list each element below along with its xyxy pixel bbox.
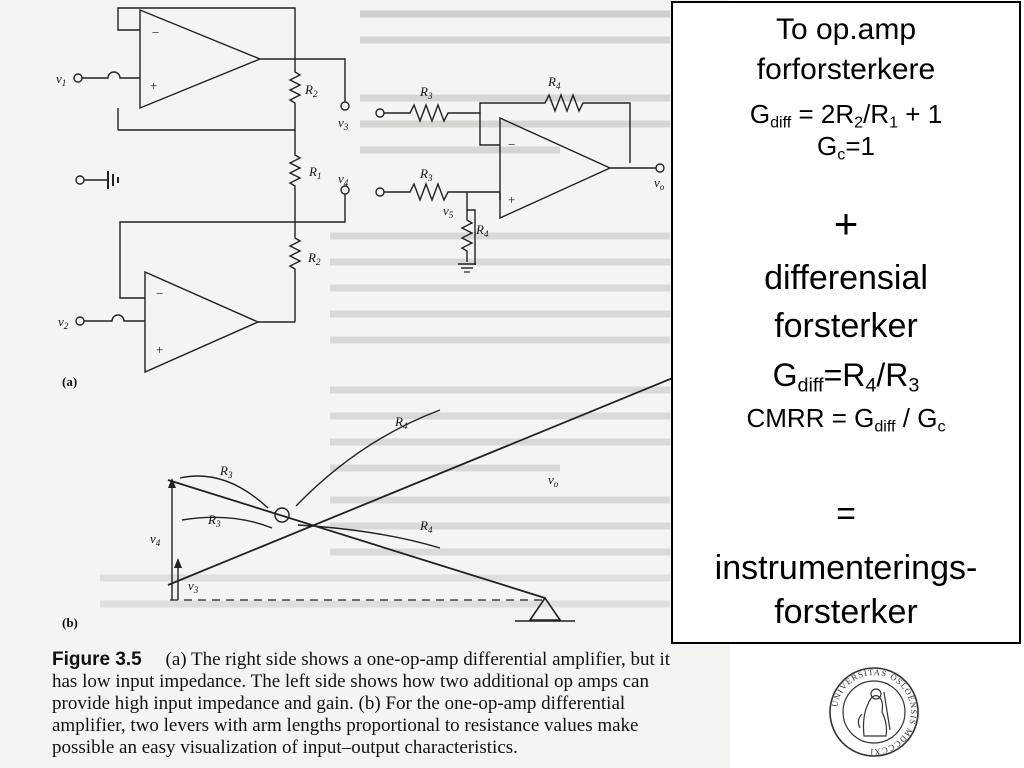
university-seal-logo: UNIVERSITAS OSLOENSIS MDCCCXI bbox=[829, 667, 919, 757]
bottom-opamp-minus: − bbox=[156, 286, 163, 301]
figure-label-a: (a) bbox=[62, 374, 77, 389]
lever-r3-top-label: R3 bbox=[219, 463, 233, 480]
bottom-opamp-plus: + bbox=[156, 342, 163, 357]
lever-pivot bbox=[274, 507, 290, 523]
v4-label: v4 bbox=[338, 171, 349, 188]
r2-bottom-label: R2 bbox=[307, 250, 321, 267]
right-op-amp: − + bbox=[499, 116, 612, 220]
right-ground-symbol bbox=[458, 263, 476, 273]
lever-r4-top-label: R4 bbox=[394, 414, 408, 431]
lever-r3-bottom-label: R3 bbox=[207, 512, 221, 529]
top-feedback-wire bbox=[117, 7, 296, 59]
gdiff-r4-r3-formula: Gdiff=R4/R3 bbox=[772, 357, 920, 397]
r2-bottom-resistor bbox=[288, 222, 302, 322]
caption-line-3: provide high input impedance and gain. (… bbox=[52, 693, 626, 714]
lever-r4-bottom-label: R4 bbox=[419, 518, 433, 535]
r1-label: R1 bbox=[308, 164, 321, 181]
vo-terminal bbox=[655, 163, 665, 173]
panel-title-line2: forforsterkere bbox=[756, 53, 936, 86]
lever-diagram bbox=[167, 374, 681, 622]
v1-terminal bbox=[73, 73, 83, 83]
lever-v4-label: v4 bbox=[150, 531, 161, 548]
v4-terminal bbox=[340, 185, 350, 195]
caption-figure-label: Figure 3.5 bbox=[52, 649, 142, 670]
r4-top-label: R4 bbox=[547, 74, 561, 91]
r3-top-label: R3 bbox=[419, 84, 433, 101]
r3-bottom-resistor bbox=[384, 182, 501, 202]
right-v4-terminal bbox=[375, 187, 385, 197]
right-v3-terminal bbox=[375, 108, 385, 118]
panel-title-line1: To op.amp bbox=[775, 13, 917, 46]
r4-top-resistor bbox=[479, 93, 631, 163]
top-op-amp: − + bbox=[139, 8, 262, 110]
r1-resistor bbox=[288, 130, 302, 200]
top-opamp-plus: + bbox=[150, 78, 157, 93]
v2-terminal bbox=[75, 316, 85, 326]
bleed-through-text bbox=[100, 10, 670, 608]
gdiff-formula: Gdiff = 2R2/R1 + 1 bbox=[749, 99, 943, 132]
lever-vo-label: vo bbox=[548, 472, 559, 489]
right-opamp-minus: − bbox=[508, 137, 515, 152]
v1-label: v1 bbox=[56, 71, 66, 88]
caption-line-4: amplifier, two levers with arm lengths p… bbox=[52, 715, 639, 736]
plus-sign: + bbox=[833, 200, 859, 247]
diff-amp-line2: forsterker bbox=[774, 307, 918, 345]
scanned-textbook-page bbox=[0, 0, 730, 768]
v3-terminal bbox=[340, 101, 350, 111]
result-line1: instrumenterings- bbox=[714, 549, 978, 587]
ground-symbol bbox=[75, 171, 119, 189]
right-opamp-plus: + bbox=[508, 192, 515, 207]
bottom-op-amp: − + bbox=[144, 270, 260, 374]
r3-top-resistor bbox=[384, 103, 500, 146]
vo-label: vo bbox=[654, 175, 665, 192]
caption-line-5: possible an easy visualization of input–… bbox=[52, 737, 518, 758]
lever-v3-label: v3 bbox=[188, 578, 199, 595]
fulcrum bbox=[528, 596, 562, 621]
figure-caption: Figure 3.5 (a) The right side shows a on… bbox=[52, 649, 720, 759]
caption-line-2: has low input impedance. The left side s… bbox=[52, 671, 649, 692]
circuit-figure: − + v1 R2 v3 R1 − + R2 v4 v2 (a) bbox=[56, 7, 681, 630]
r2-top-label: R2 bbox=[304, 82, 318, 99]
v5-label: v5 bbox=[443, 203, 454, 220]
figure-label-b: (b) bbox=[62, 615, 78, 630]
diff-amp-line1: differensial bbox=[764, 259, 928, 297]
r3-bottom-label: R3 bbox=[419, 166, 433, 183]
summary-panel: To op.amp forforsterkere Gdiff = 2R2/R1 … bbox=[671, 1, 1021, 644]
top-opamp-minus: − bbox=[152, 25, 159, 40]
r4-bottom-label: R4 bbox=[475, 222, 489, 239]
equals-sign: = bbox=[836, 495, 856, 533]
r2-top-resistor bbox=[288, 59, 302, 115]
gc-formula: Gc=1 bbox=[817, 131, 875, 164]
caption-line-1: (a) The right side shows a one-op-amp di… bbox=[165, 649, 671, 670]
r4-bottom-resistor bbox=[460, 192, 476, 265]
v2-label: v2 bbox=[58, 314, 69, 331]
result-line2: forsterker bbox=[774, 593, 918, 631]
v3-label: v3 bbox=[338, 115, 349, 132]
cmrr-formula: CMRR = Gdiff / Gc bbox=[746, 403, 946, 436]
